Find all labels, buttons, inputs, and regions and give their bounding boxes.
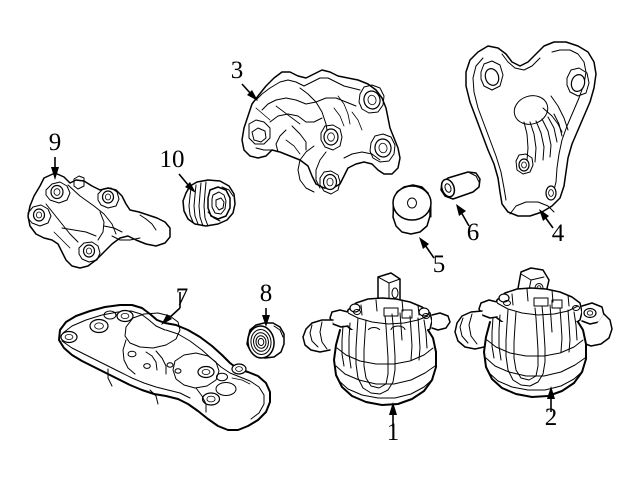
part-6-sleeve-bushing[interactable]	[439, 171, 481, 200]
callout-10-leader	[178, 173, 190, 187]
callout-1[interactable]: 1	[387, 402, 400, 446]
callout-4[interactable]: 4	[539, 209, 565, 247]
callout-3-arrowhead	[247, 90, 258, 101]
callout-6-label: 6	[467, 219, 480, 246]
callout-4-label: 4	[552, 220, 565, 247]
callout-3[interactable]: 3	[231, 57, 258, 101]
part-9-engine-mount-bracket-left[interactable]	[27, 172, 171, 269]
callout-3-leader	[241, 83, 252, 95]
callout-1-arrowhead	[389, 402, 397, 415]
callout-5-leader	[424, 244, 435, 259]
callout-7[interactable]: 7	[161, 284, 188, 325]
part-1-engine-mount-left[interactable]	[302, 272, 451, 406]
callout-8-label: 8	[260, 280, 273, 307]
callout-6[interactable]: 6	[456, 204, 479, 246]
callout-4-arrowhead	[539, 209, 549, 221]
callout-8[interactable]: 8	[260, 280, 273, 327]
callout-6-leader	[460, 211, 470, 227]
callout-9-label: 9	[49, 129, 62, 156]
part-8-rubber-bushing-small[interactable]	[246, 322, 285, 359]
part-4-transmission-bracket[interactable]	[465, 41, 597, 217]
callout-5-arrowhead	[419, 237, 429, 249]
callout-2-arrowhead	[547, 386, 555, 399]
callout-10[interactable]: 10	[160, 146, 197, 193]
part-7-transmission-crossmember[interactable]	[58, 304, 271, 431]
part-3-engine-support-bracket[interactable]	[241, 69, 401, 195]
callout-6-arrowhead	[456, 204, 466, 216]
callout-10-label: 10	[160, 146, 185, 173]
callout-group: 1 2 3 4	[49, 57, 565, 446]
callout-5[interactable]: 5	[419, 237, 445, 278]
callout-9[interactable]: 9	[49, 129, 62, 180]
callout-5-label: 5	[433, 251, 446, 278]
callout-2-label: 2	[545, 404, 558, 431]
part-2-engine-mount-right[interactable]	[454, 267, 613, 398]
callout-3-label: 3	[231, 57, 244, 84]
callout-10-arrowhead	[185, 182, 196, 193]
callout-2[interactable]: 2	[545, 386, 558, 431]
callout-7-arrowhead	[161, 314, 172, 325]
part-5-spacer-disc[interactable]	[392, 184, 432, 235]
callout-8-arrowhead	[262, 315, 270, 327]
callout-4-leader	[544, 216, 554, 229]
callout-7-label: 7	[176, 284, 189, 311]
callout-1-label: 1	[387, 419, 400, 446]
part-10-gearbox-mount-bushing[interactable]	[182, 179, 236, 227]
callout-9-arrowhead	[51, 167, 59, 180]
